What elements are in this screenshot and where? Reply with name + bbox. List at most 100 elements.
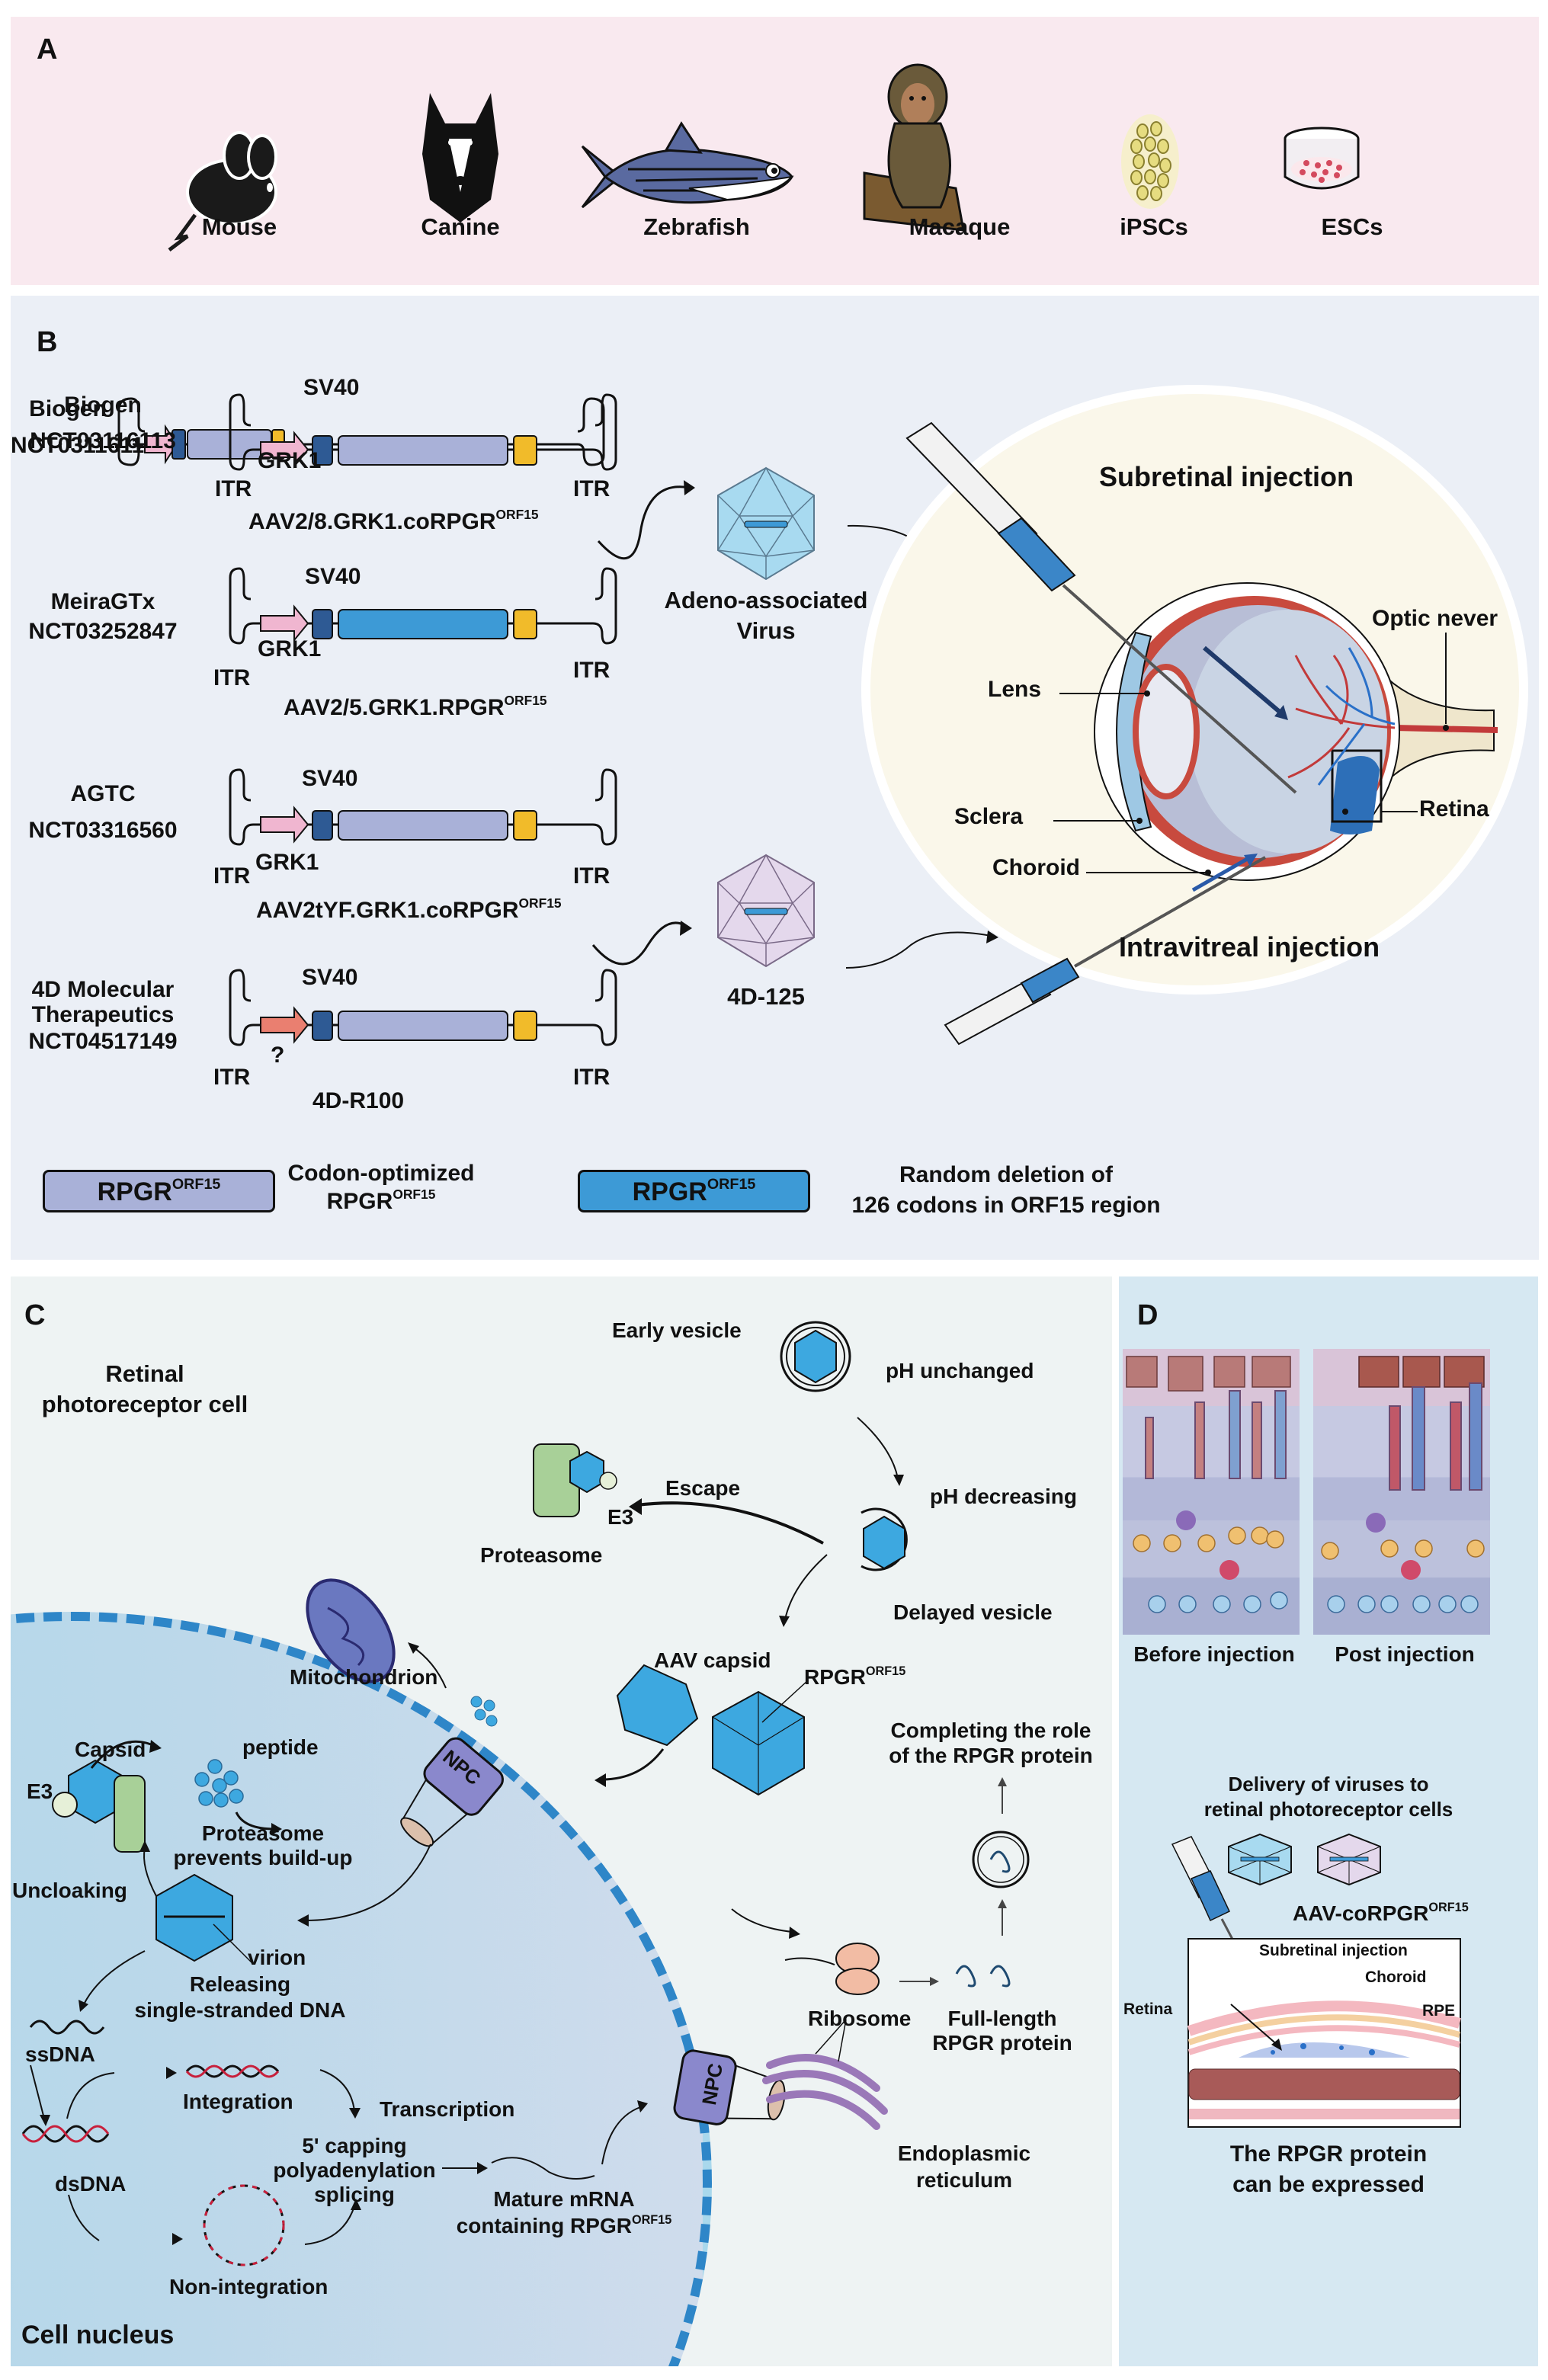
model-label-zebrafish: Zebrafish [643,213,750,240]
itr-left: ITR [213,665,251,690]
panel-b-letter: B [37,326,58,358]
ssdna-label: ssDNA [25,2042,95,2066]
sv40-element [312,1011,333,1041]
retina-label: Retina [1419,796,1489,822]
construct-row [229,768,617,846]
sponsor-name: Biogen [29,396,107,421]
choroid-label: Choroid [992,855,1080,880]
trial-id: NCT03252847 [28,619,178,644]
er-label-line1: Endoplasmic [897,2141,1031,2165]
enhancer-label: SV40 [303,375,360,400]
construct-diagrams [229,393,617,1046]
er-label-line2: reticulum [915,2168,1013,2192]
delivery-line1: Delivery of viruses to [1228,1773,1429,1795]
trial-id: NCT04517149 [28,1029,178,1054]
canine-icon [422,93,498,223]
mitochondrion-label: Mitochondrion [290,1665,438,1689]
polya-element [513,1011,537,1041]
intravitreal-syringe [944,854,1266,1046]
vector-name: AAV2/5.GRK1.RPGRORF15 [284,692,547,720]
panel-d-capsid-purple-icon [1317,1833,1381,1886]
proteasome-buildup-line2: prevents build-up [173,1846,353,1869]
sv40-element [312,810,333,841]
vector-name: AAV2/8.GRK1.coRPGRORF15 [248,506,539,534]
macaque-icon [863,63,965,232]
ph-unchanged-label: pH unchanged [886,1359,1034,1382]
subretinal-cross-section [1187,2000,1461,2119]
promoter-label: GRK1 [258,636,322,661]
aav-corpgr-label: AAV-coRPGRORF15 [1293,1900,1469,1925]
releasing-line1: Releasing [189,1972,291,1996]
construct-row [229,969,617,1046]
sponsor-name: MeiraGTx [50,589,155,614]
peptide-label: peptide [242,1735,319,1759]
virion-label: virion [248,1946,306,1969]
intravitreal-injection-label: Intravitreal injection [1119,931,1380,963]
vector-name: AAV2tYF.GRK1.coRPGRORF15 [256,895,562,923]
model-label-macaque: Macaque [909,213,1011,240]
sv40-element [312,609,333,639]
lens-label: Lens [988,677,1042,702]
capsid-label: Capsid [75,1738,146,1761]
mature-mrna-line1: Mature mRNA [493,2187,635,2211]
itr-right: ITR [573,863,611,889]
integration-label: Integration [183,2090,293,2113]
rpe-detail-label: RPE [1422,2002,1456,2020]
non-integration-label: Non-integration [169,2275,329,2298]
promoter-label: ? [271,1043,285,1068]
rpgr-cds [338,435,508,466]
legend-deletion-swatch: RPGRORF15 [578,1170,810,1212]
legend-codon-optimized-desc-line1: Codon-optimized [287,1161,475,1186]
retina-before-illustration [1123,1349,1300,1635]
panel-d-capsid-blue-icon [1228,1833,1292,1886]
completing-role-line2: of the RPGR protein [889,1744,1093,1767]
itr-right: ITR [573,658,611,683]
itr-right: ITR [573,476,611,501]
proteasome-buildup-line1: Proteasome [201,1821,325,1845]
enhancer-label: SV40 [302,965,358,990]
enhancer-label: SV40 [305,564,361,589]
cell-nucleus-label: Cell nucleus [21,2321,175,2350]
retina-cells-after [1321,1356,1485,1613]
promoter-arrow [260,806,309,844]
panel-a: A [11,17,1539,285]
mature-mrna-line2: containing RPGRORF15 [456,2212,672,2237]
enhancer-label: SV40 [302,766,358,791]
full-length-protein-line1: Full-length [947,2007,1057,2030]
processing-line3: splicing [314,2183,395,2206]
itr-right: ITR [573,1065,611,1090]
legend-deletion-desc-line2: 126 codons in ORF15 region [851,1193,1161,1218]
subretinal-injection-label: Subretinal injection [1099,461,1354,492]
promoter-arrow [260,604,309,642]
result-line2: can be expressed [1232,2172,1425,2197]
sclera-label: Sclera [954,804,1024,829]
sponsor-name-line1: 4D Molecular [31,977,175,1002]
aav-capsid-icon [717,466,815,581]
before-injection-label: Before injection [1133,1642,1295,1666]
processing-line2: polyadenylation [273,2158,436,2182]
rpgr-cds [338,1011,508,1041]
model-label-mouse: Mouse [201,213,277,240]
delayed-vesicle-label: Delayed vesicle [893,1600,1053,1624]
e3-label: E3 [607,1505,634,1529]
legend-codon-optimized-desc-line2: RPGRORF15 [326,1186,436,1214]
panel-c-letter: C [24,1299,46,1331]
construct-row [229,567,617,645]
model-label-canine: Canine [421,213,500,240]
escape-label: Escape [665,1476,741,1500]
legend-codon-optimized-swatch: RPGRORF15 [43,1170,275,1212]
itr-left: ITR [213,1065,251,1090]
itr-left: ITR [215,476,252,501]
promoter-arrow [260,431,309,469]
proteasome-label: Proteasome [480,1543,603,1567]
cell-type-label-line2: photoreceptor cell [41,1391,248,1417]
4d-capsid-label: 4D-125 [727,983,805,1010]
full-length-protein-line2: RPGR protein [932,2031,1072,2055]
panel-d: D [1119,1276,1538,2366]
polya-element [513,810,537,841]
optic-nerve-label: Optic never [1372,606,1498,631]
panel-d-letter: D [1137,1299,1159,1331]
panel-d-syringe-icon [1171,1836,1280,2028]
ph-decreasing-label: pH decreasing [930,1485,1077,1508]
